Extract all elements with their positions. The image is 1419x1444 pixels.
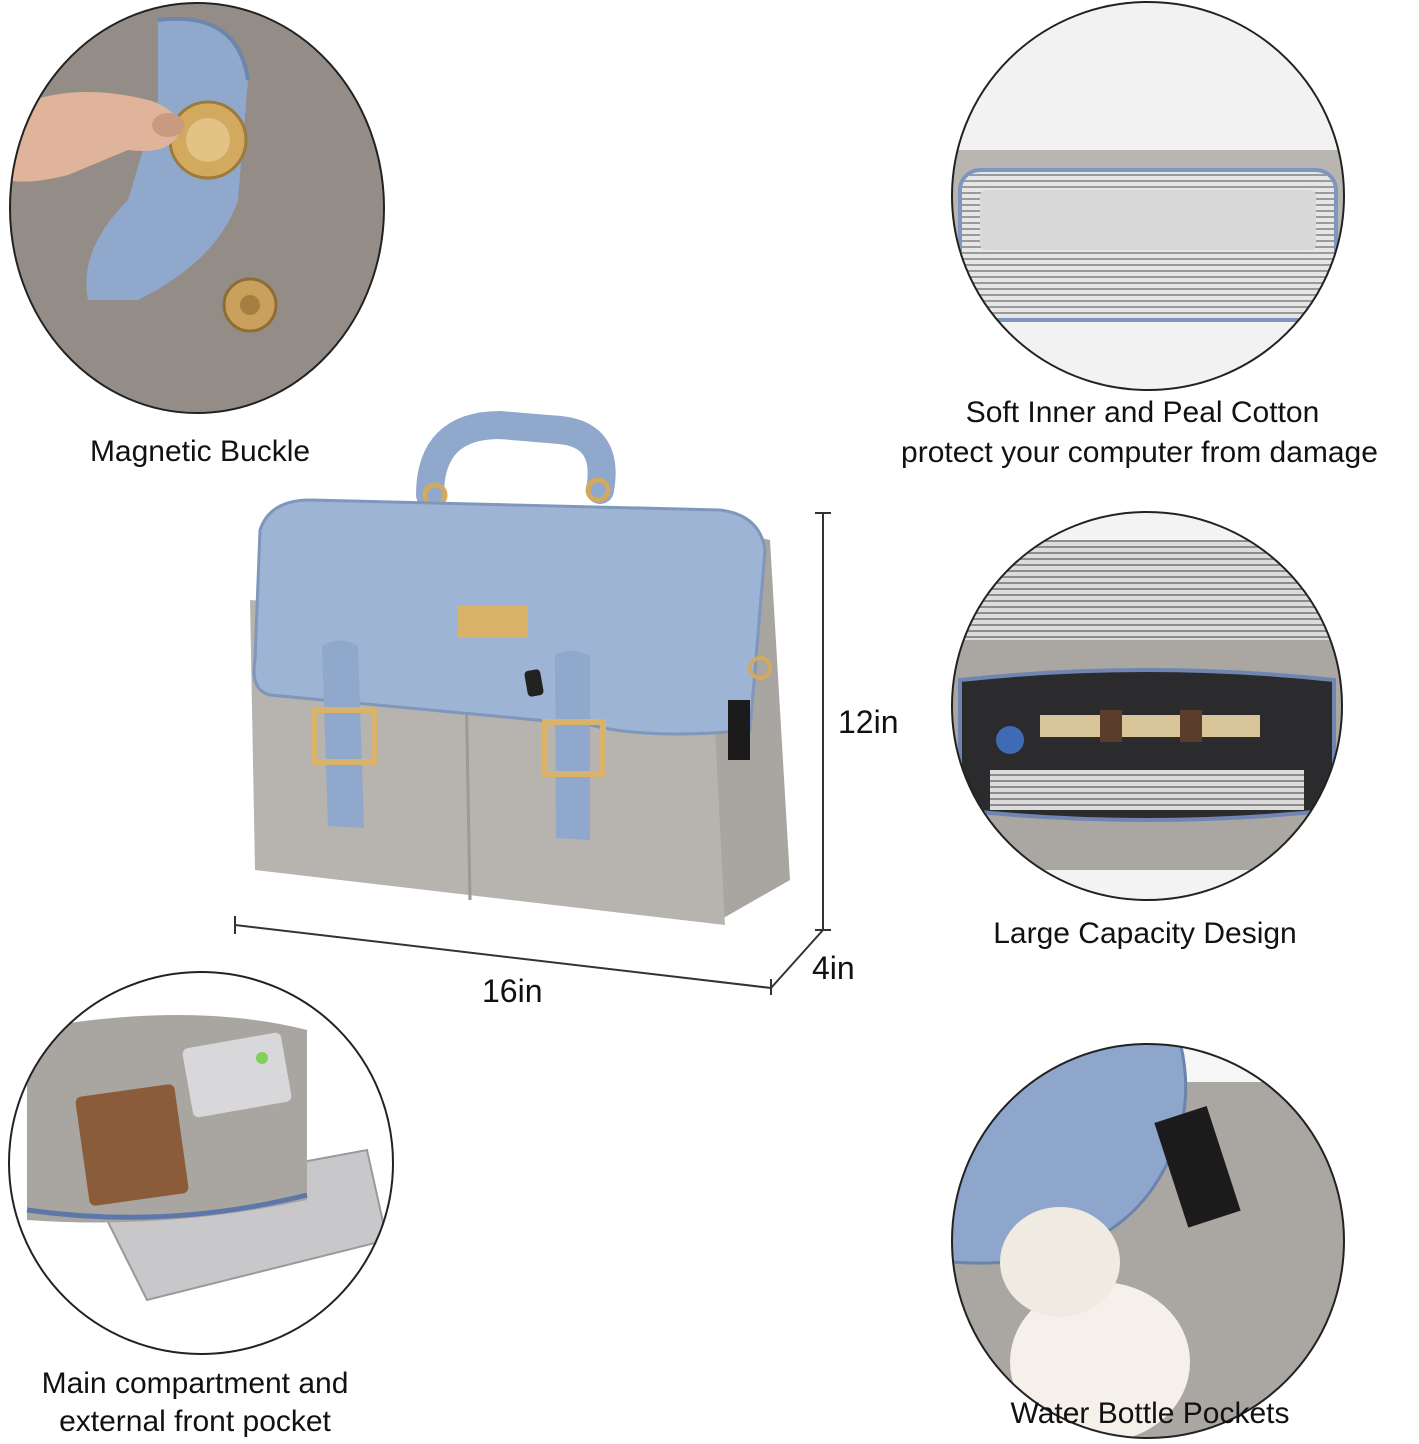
product-bag-illustration: [230, 410, 810, 970]
dimension-height-label: 12in: [838, 704, 899, 740]
caption-soft-inner-2: protect your computer from damage: [901, 436, 1378, 469]
caption-soft-inner-1: Soft Inner and Peal Cotton: [965, 396, 1320, 429]
water-bottle-photo: [950, 1042, 1346, 1440]
caption-main-compartment-1: Main compartment and: [41, 1367, 349, 1400]
dimension-lines: [225, 505, 875, 995]
dimension-depth-label: 4in: [812, 950, 855, 986]
main-compartment-photo: [7, 970, 395, 1357]
magnetic-buckle-photo: [8, 0, 386, 415]
large-capacity-photo: [950, 510, 1344, 903]
dimension-width-label: 16in: [482, 973, 543, 1009]
caption-main-compartment-2: external front pocket: [59, 1405, 331, 1438]
caption-magnetic-buckle: Magnetic Buckle: [89, 435, 311, 468]
caption-water-bottle: Water Bottle Pockets: [1010, 1397, 1290, 1430]
caption-large-capacity: Large Capacity Design: [993, 917, 1297, 950]
soft-inner-photo: [950, 0, 1346, 393]
